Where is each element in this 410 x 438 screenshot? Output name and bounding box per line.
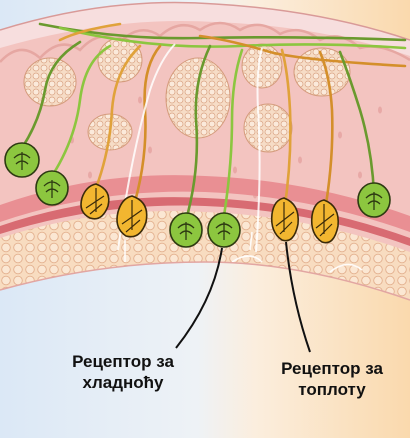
cold-receptor-label-line2: хладноћу — [48, 372, 198, 393]
warm-receptor-label-line1: Рецептор за — [262, 358, 402, 379]
cold-receptor-label-line1: Рецептор за — [48, 351, 198, 372]
warm-receptor-label: Рецептор за топлоту — [262, 358, 402, 400]
cold-receptor-label: Рецептор за хладноћу — [48, 351, 198, 393]
warm-receptor-label-line2: топлоту — [262, 379, 402, 400]
